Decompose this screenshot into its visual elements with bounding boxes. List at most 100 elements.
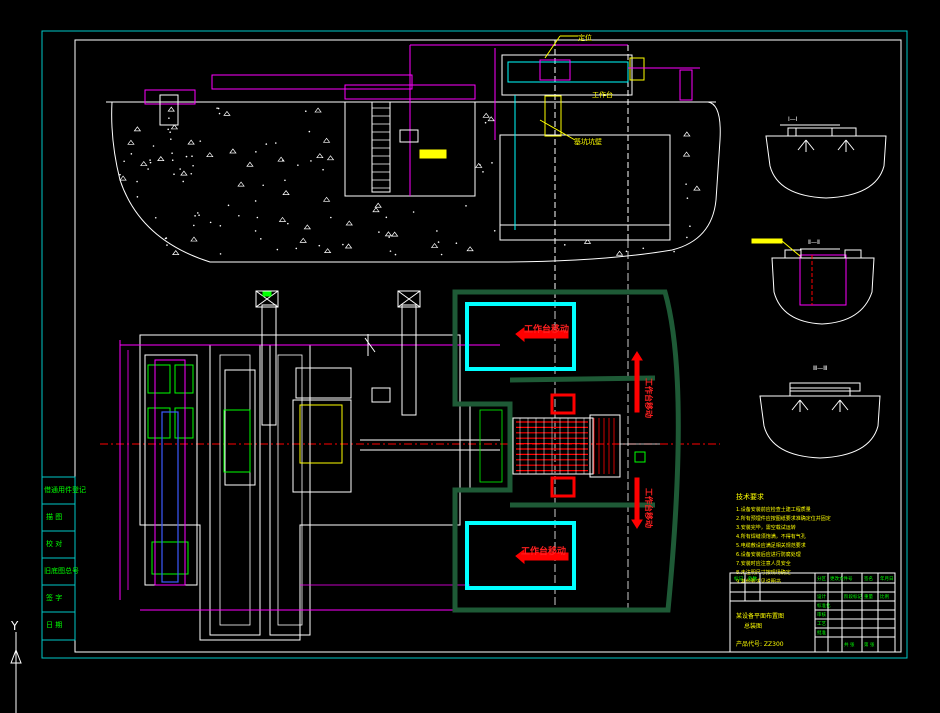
dark-green-enclosure [452, 289, 681, 613]
aggregate-mark [583, 238, 592, 244]
side-row-1: 借通用件登记 [44, 485, 86, 494]
aggregate-mark [314, 107, 322, 113]
aggregate-mark [487, 116, 495, 122]
elev-box [399, 129, 419, 143]
aggregate-dot [297, 164, 299, 166]
channel-1 [209, 344, 261, 636]
section-a-anchors [797, 139, 855, 152]
left-module-grid-4 [174, 407, 194, 439]
aggregate-dot [689, 225, 691, 228]
aggregate-dot [192, 164, 194, 167]
aggregate-dot [455, 242, 458, 245]
aggregate-mark [206, 152, 214, 158]
marker-right-x [397, 290, 421, 308]
aggregate-mark [323, 248, 332, 254]
callout-leader-2 [544, 35, 561, 59]
aggregate-dot [276, 248, 279, 251]
aggregate-dot [686, 236, 688, 239]
aggregate-dot [493, 229, 496, 232]
note-line-9: 9.其他要求见说明书 [736, 578, 781, 585]
aggregate-mark [430, 242, 439, 248]
tb-header-2: 处数 [748, 575, 757, 582]
aggregate-dot [198, 214, 200, 216]
note-line-6: 6.设备安装后应进行防腐处理 [736, 551, 801, 558]
notes-title: 技术要求 [736, 492, 764, 501]
middle-small-box [371, 387, 391, 403]
elev-beam [211, 74, 413, 90]
aggregate-mark [384, 231, 393, 237]
section-details [751, 124, 887, 459]
work-platform-top [465, 302, 576, 371]
left-module-magenta [154, 359, 186, 586]
aggregate-dot [193, 224, 195, 227]
axis-y-label: Y [10, 619, 19, 633]
aggregate-dot [479, 164, 481, 166]
aggregate-mark [127, 139, 135, 145]
aggregate-dot [465, 205, 467, 207]
note-line-7: 7.安装时应注意人员安全 [736, 560, 791, 567]
side-row-4: 旧底图总号 [44, 566, 79, 575]
side-row-5: 签 字 [46, 593, 62, 602]
aggregate-dot [563, 244, 566, 246]
rack-green-tag [634, 451, 646, 463]
aggregate-dot [436, 230, 438, 232]
aggregate-dot [308, 130, 311, 133]
aggregate-dot [491, 162, 493, 164]
aggregate-mark [223, 110, 231, 116]
tb-header-5: 签名 [864, 575, 873, 582]
gantry-motor [539, 59, 571, 81]
aggregate-dot [171, 152, 173, 154]
aggregate-dot [219, 225, 222, 227]
elev-leg [159, 94, 179, 126]
aggregate-dot [149, 161, 152, 164]
section-b-cap-right [844, 249, 862, 259]
aggregate-dot [136, 196, 139, 198]
marker-right [397, 290, 421, 308]
aggregate-dot [254, 230, 257, 232]
aggregate-dot [437, 241, 440, 243]
note-line-4: 4.所有焊缝须饱满，不得有气孔 [736, 533, 806, 540]
tb-role-1: 设计 [817, 593, 826, 600]
side-row-6: 日 期 [46, 621, 62, 629]
aggregate-mark [278, 216, 287, 222]
left-module-grid-5 [151, 541, 189, 575]
gantry-end [629, 57, 645, 81]
aggregate-mark [615, 250, 624, 256]
aggregate-mark [172, 250, 180, 255]
aggregate-dot [342, 243, 344, 246]
aggregate-dot [440, 253, 443, 256]
elev-plate [419, 149, 447, 159]
ladder [371, 101, 391, 193]
aggregate-mark [682, 151, 691, 157]
aggregate-dot [199, 140, 202, 142]
aggregate-mark [693, 185, 701, 191]
aggregate-dot [154, 216, 157, 219]
foundation-outline [139, 334, 461, 641]
rack-head [589, 414, 621, 478]
middle-unit-1-green [223, 409, 251, 473]
section-a-label: Ⅰ—Ⅰ [788, 116, 798, 123]
left-module-grid-2 [174, 364, 194, 394]
aggregate-dot [149, 159, 151, 161]
vertical-right-top-label: 工作台移动 [644, 378, 654, 418]
aggregate-dot [673, 250, 675, 253]
aggregate-dot [170, 138, 172, 140]
tb-header-6: 年月日 [880, 575, 894, 582]
aggregate-mark [282, 190, 290, 195]
support-right [401, 304, 417, 416]
tb-header-4: 更改文件号 [830, 575, 853, 582]
elev-yellow-bracket [544, 95, 562, 137]
aggregate-dot [136, 180, 138, 183]
section-c-label: Ⅲ—Ⅲ [813, 365, 827, 372]
aggregate-mark [157, 156, 165, 161]
ucs-axis-icon: Y [10, 619, 22, 713]
top-callout-label: 定位 [578, 33, 592, 42]
gantry-frame [501, 54, 633, 96]
aggregate-dot [256, 216, 259, 219]
aggregate-mark [344, 243, 353, 249]
side-row-3: 校 对 [46, 539, 62, 548]
work-platform-label: 工作台 [592, 90, 613, 99]
section-c-plate [789, 387, 851, 397]
tb-stage-2: 重量 [864, 593, 873, 600]
aggregate-dot [219, 253, 222, 255]
